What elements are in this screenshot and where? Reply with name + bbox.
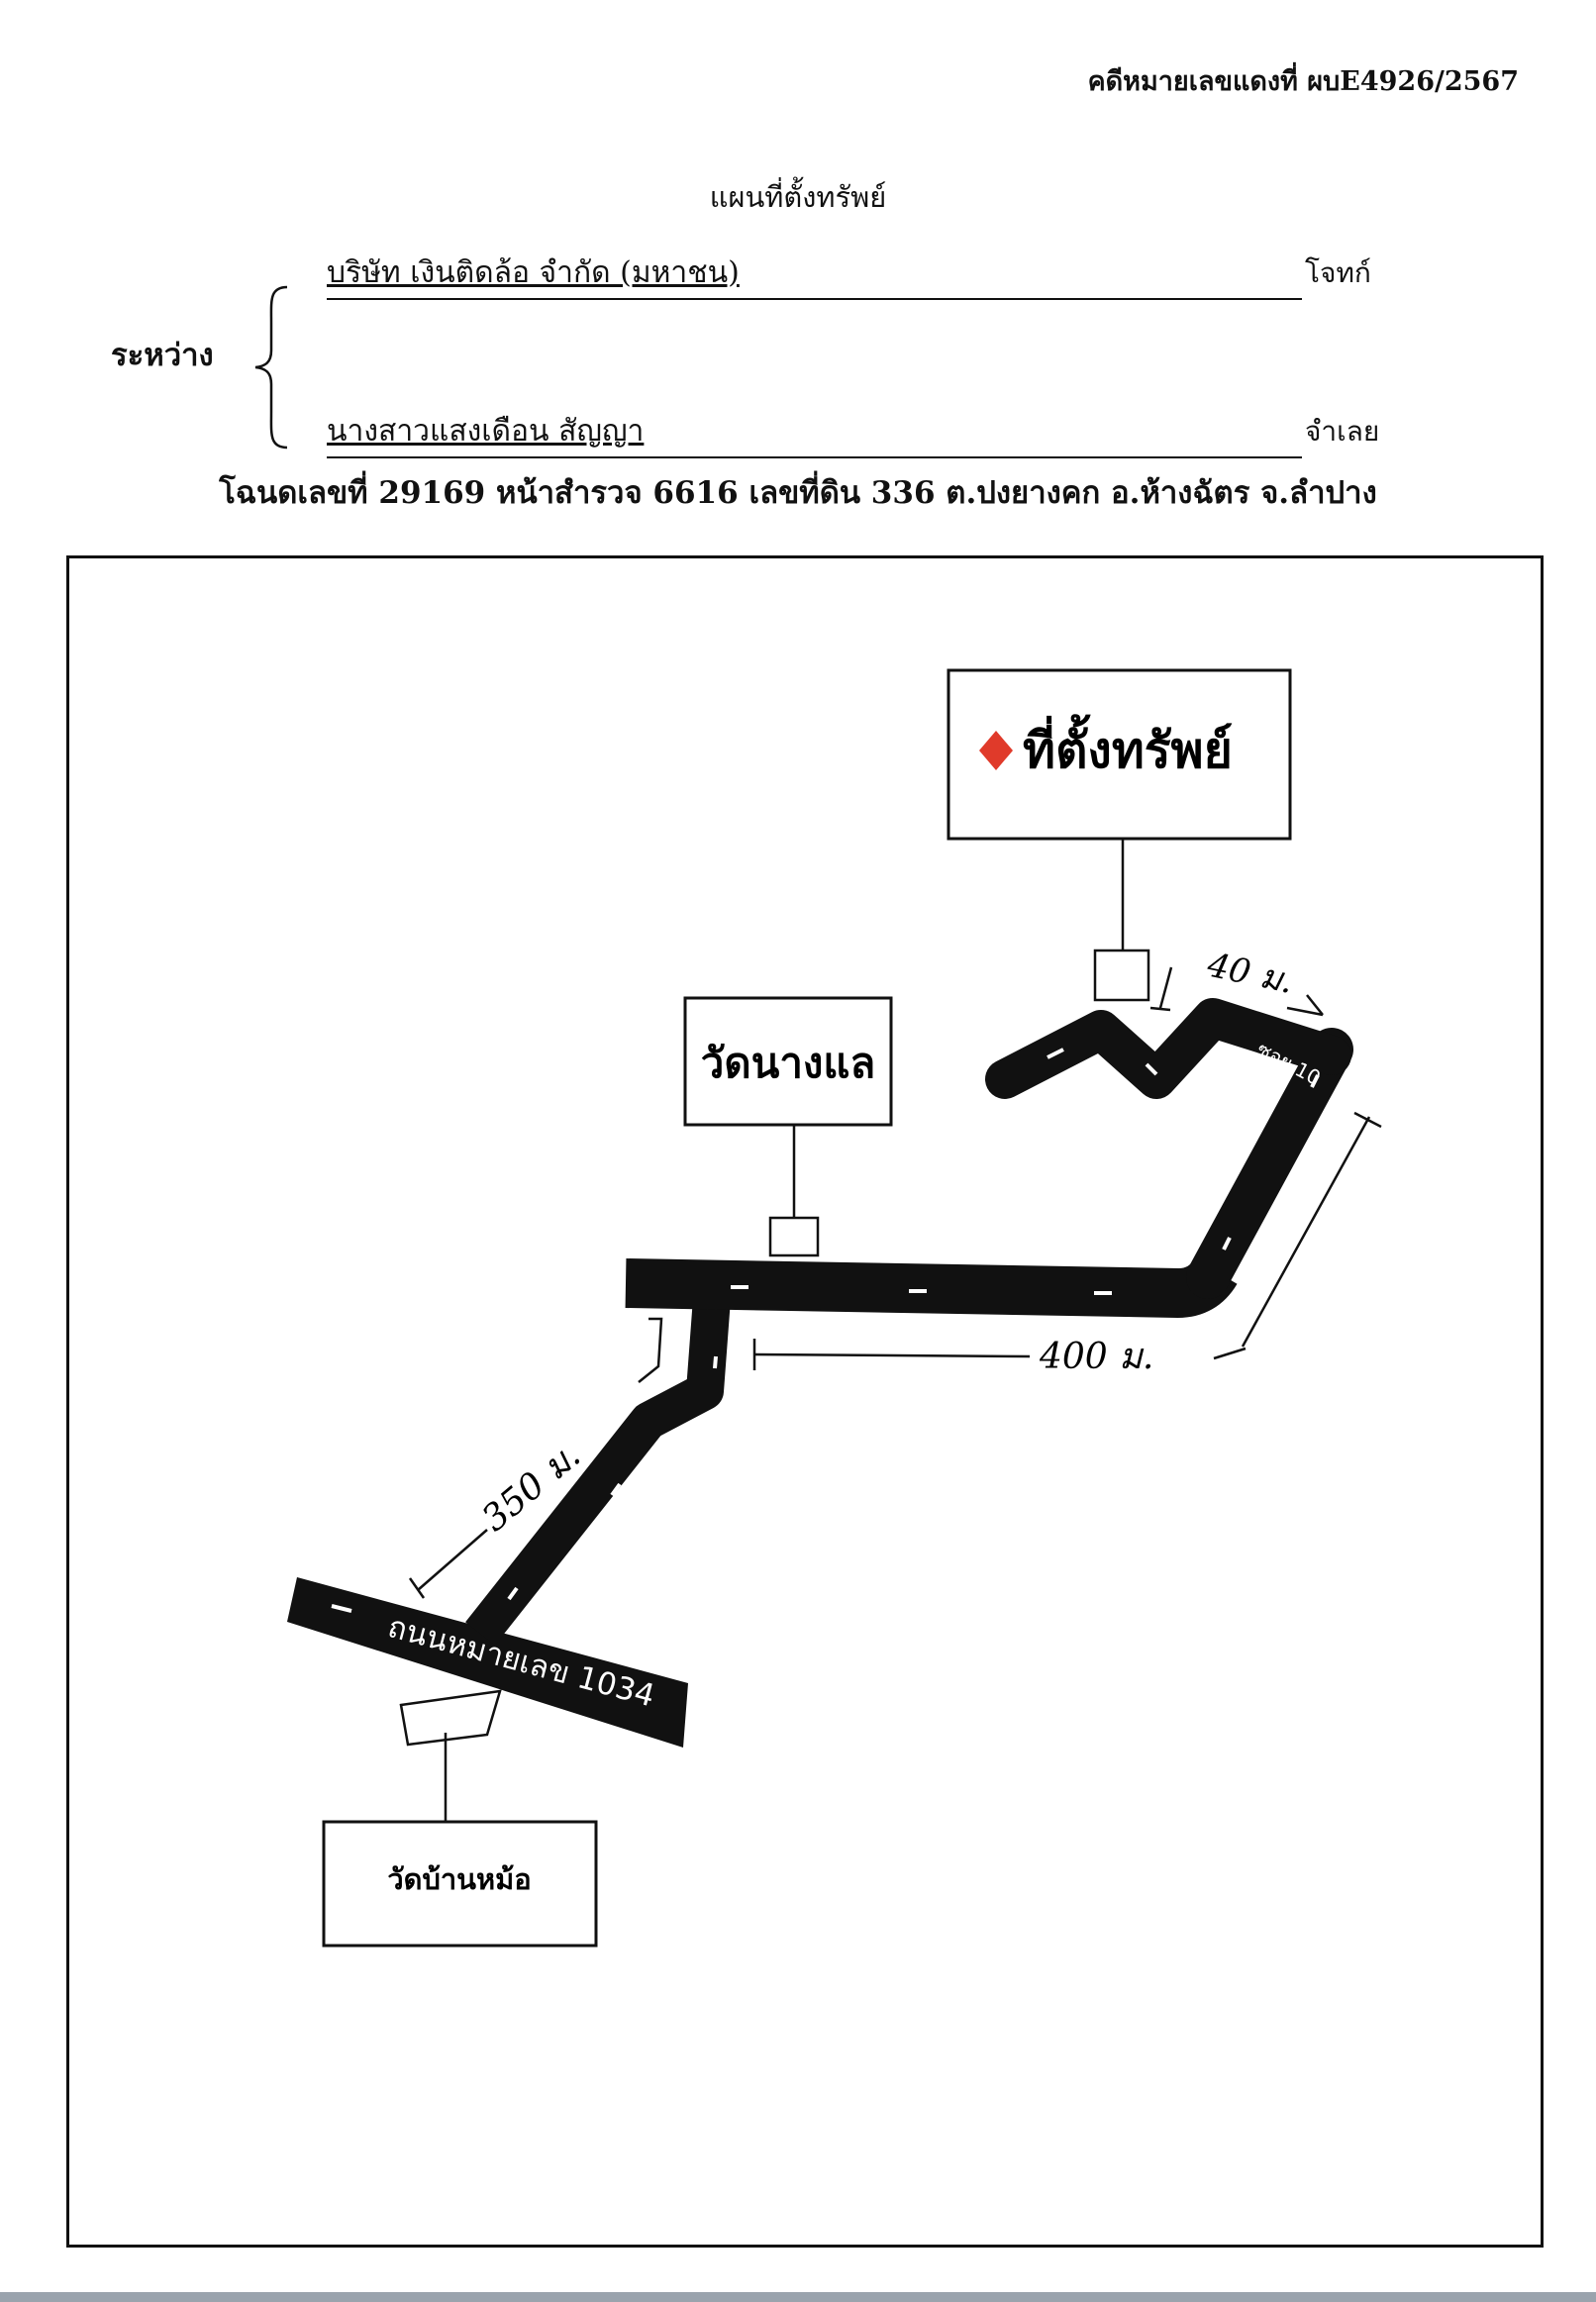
curly-brace	[254, 285, 288, 450]
dimension-40m-label: 40 ม.	[1203, 945, 1297, 1001]
main-road-1034	[287, 1577, 688, 1748]
temple-banmor-box	[322, 1820, 598, 1948]
temple-nanglae-box	[683, 996, 893, 1127]
road-dash	[507, 1586, 519, 1601]
road-dash	[1310, 1074, 1320, 1088]
temple-nanglae-label: วัดนางแล	[701, 1039, 875, 1087]
map-frame	[66, 555, 1544, 2248]
property-plot	[1093, 949, 1150, 1002]
scan-edge	[0, 2292, 1596, 2302]
access-road	[465, 1283, 732, 1646]
dimension-350m-line	[638, 1317, 663, 1383]
dimension-350m-line	[417, 1529, 488, 1591]
document-title: แผนที่ตั้งทรัพย์	[709, 180, 887, 214]
main-road-dash	[331, 1604, 352, 1613]
plaintiff-name: บริษัท เงินติดล้อ จำกัด (มหาชน)	[327, 255, 740, 290]
defendant-role: จำเลย	[1305, 415, 1380, 448]
temple-banmor-label: วัดบ้านหม้อ	[387, 1862, 531, 1896]
dimension-400m-label: 400 ม.	[1039, 1337, 1153, 1377]
defendant-name: นางสาวแสงเดือน สัญญา	[327, 414, 645, 449]
defendant-line: นางสาวแสงเดือน สัญญา	[327, 408, 1302, 458]
dimension-400m-diagonal	[1241, 1116, 1371, 1348]
dimension-40m-line	[1149, 966, 1324, 1017]
temple-nanglae-plot	[768, 1216, 820, 1257]
road-dash	[610, 1482, 622, 1497]
dimension-400m-tick	[1353, 1111, 1382, 1129]
temple-banmor-plot	[399, 1689, 502, 1747]
dimension-350m-tick	[408, 1577, 426, 1599]
case-number: คดีหมายเลขแดงที่ ผบE4926/2567	[1087, 66, 1519, 97]
dimension-400m-line	[1213, 1347, 1247, 1360]
diamond-marker-icon	[979, 731, 1013, 770]
road-dash	[1047, 1048, 1064, 1059]
property-label: ที่ตั้งทรัพย์	[1023, 714, 1233, 779]
plaintiff-line: บริษัท เงินติดล้อ จำกัด (มหาชน)	[327, 250, 1302, 300]
road-dash	[713, 1355, 718, 1369]
road-dash	[1145, 1062, 1158, 1076]
between-label: ระหว่าง	[111, 338, 214, 373]
deed-info: โฉนดเลขที่ 29169 หน้าสำรวจ 6616 เลขที่ดิ…	[219, 475, 1377, 511]
plaintiff-role: โจทก์	[1305, 256, 1371, 289]
road-dash	[1222, 1237, 1232, 1251]
soi-10-winding	[985, 998, 1351, 1099]
dimension-400m-line	[753, 1352, 1031, 1358]
